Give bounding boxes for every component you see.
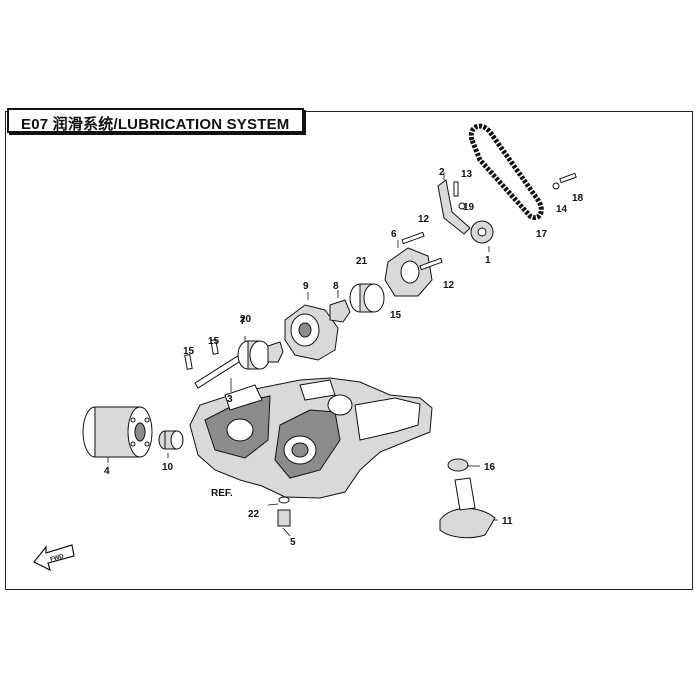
- callout-8: 8: [333, 281, 339, 292]
- title-box: E07 润滑系统/LUBRICATION SYSTEM: [7, 108, 304, 133]
- callout-22: 22: [248, 509, 260, 520]
- page-title: E07 润滑系统/LUBRICATION SYSTEM: [21, 116, 290, 133]
- callout-1: 1: [485, 255, 491, 266]
- drain-plug: [277, 496, 291, 527]
- callout-15c: 15: [183, 346, 195, 357]
- callout-16: 16: [484, 462, 496, 473]
- pump-cover: [384, 247, 433, 297]
- pump-sprocket: [470, 220, 494, 244]
- callout-12a: 12: [418, 214, 430, 225]
- callout-12b: 12: [443, 280, 455, 291]
- callout-19: 19: [463, 202, 475, 213]
- oil-filter: [82, 406, 153, 458]
- diagram-frame: [5, 111, 693, 590]
- leader-lines: [107, 172, 498, 537]
- fwd-label: FWD: [50, 554, 65, 564]
- callout-15a: 15: [390, 310, 402, 321]
- callout-3: 3: [227, 394, 233, 405]
- callout-5: 5: [290, 537, 296, 548]
- callout-14: 14: [556, 204, 568, 215]
- callout-10: 10: [162, 462, 174, 473]
- callout-17: 17: [536, 229, 548, 240]
- oil-strainer: [439, 458, 496, 539]
- pump-rotors-8-21: [329, 283, 385, 323]
- callout-9: 9: [303, 281, 309, 292]
- callout-2: 2: [439, 167, 445, 178]
- callout-11: 11: [502, 516, 513, 527]
- callout-labels: 1 2 3 4 5 6 7 8 9 10 11 12 12 13 14 15 1…: [104, 167, 584, 548]
- callout-20: 20: [240, 314, 252, 325]
- callout-15b: 15: [208, 336, 220, 347]
- bolts-12: [401, 231, 443, 271]
- callout-13: 13: [461, 169, 473, 180]
- callout-4: 4: [104, 466, 110, 477]
- fwd-arrow-icon: FWD: [33, 544, 75, 572]
- small-bolts: [453, 172, 577, 210]
- callout-18: 18: [572, 193, 584, 204]
- callout-21: 21: [356, 256, 368, 267]
- chain-guide: [437, 179, 471, 235]
- drive-chain: [468, 123, 544, 220]
- callout-7: 7: [240, 316, 246, 327]
- ref-label: REF.: [211, 488, 233, 499]
- pump-body: [284, 304, 339, 361]
- callout-6: 6: [391, 229, 397, 240]
- pump-rotors-20-7: [237, 340, 284, 370]
- crankcase-ref: [189, 377, 433, 499]
- filter-nipple: [158, 430, 184, 450]
